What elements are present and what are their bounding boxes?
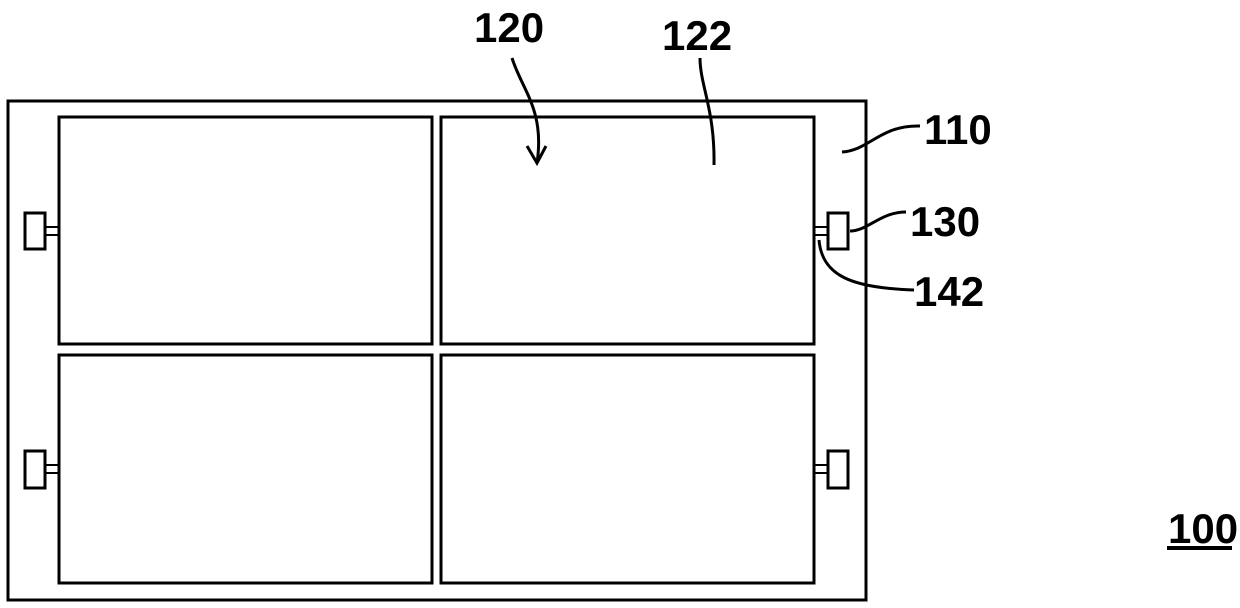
pad-right-bottom bbox=[814, 451, 848, 488]
pad-left-bottom bbox=[25, 451, 59, 488]
leader-arrow-120 bbox=[512, 58, 539, 163]
cell-top-right bbox=[441, 117, 814, 344]
cell-bottom-right bbox=[441, 355, 814, 583]
label-122: 122 bbox=[662, 12, 732, 59]
cell-top-left bbox=[59, 117, 432, 344]
label-142: 142 bbox=[914, 268, 984, 315]
leader-line-130 bbox=[850, 212, 906, 231]
label-100: 100 bbox=[1168, 505, 1238, 552]
label-130: 130 bbox=[910, 198, 980, 245]
pad-left-top bbox=[25, 213, 59, 249]
outer-frame bbox=[8, 101, 866, 600]
arrowhead-120 bbox=[527, 146, 546, 163]
leader-line-122 bbox=[700, 58, 714, 165]
label-110: 110 bbox=[924, 106, 992, 153]
label-120: 120 bbox=[474, 4, 544, 51]
leader-line-110 bbox=[842, 126, 920, 152]
cell-bottom-left bbox=[59, 355, 432, 583]
